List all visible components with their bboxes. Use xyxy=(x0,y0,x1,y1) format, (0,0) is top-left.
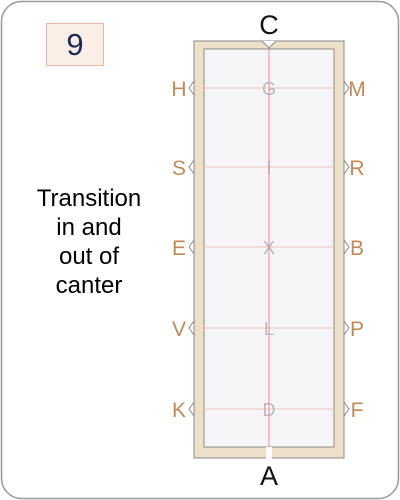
description-line: in and xyxy=(56,214,122,241)
left-notch xyxy=(188,320,195,336)
exercise-number-badge: 9 xyxy=(46,23,104,66)
description-line: out of xyxy=(58,243,120,270)
left-notch xyxy=(188,159,195,175)
marker-left: K xyxy=(172,399,186,422)
marker-right: B xyxy=(350,237,364,260)
right-notch xyxy=(343,159,350,175)
marker-left: S xyxy=(172,157,186,180)
left-notch xyxy=(188,239,195,255)
marker-top: C xyxy=(259,10,279,40)
right-notch xyxy=(343,401,350,417)
marker-right: M xyxy=(348,78,366,101)
exercise-description: Transition in and out of canter xyxy=(14,184,164,300)
left-notch xyxy=(188,80,195,96)
marker-left: V xyxy=(172,318,186,341)
right-notch xyxy=(343,239,350,255)
right-notch xyxy=(343,80,350,96)
exercise-number: 9 xyxy=(66,26,84,62)
marker-left: E xyxy=(172,237,186,260)
marker-bottom: A xyxy=(260,461,278,491)
marker-right: P xyxy=(350,318,364,341)
entrance-gap xyxy=(266,447,272,459)
marker-right: R xyxy=(349,157,364,180)
right-notch xyxy=(343,320,350,336)
marker-right: F xyxy=(351,399,364,422)
description-line: Transition xyxy=(36,185,142,212)
top-notch xyxy=(261,40,277,49)
description-line: canter xyxy=(55,272,123,299)
marker-left: H xyxy=(171,78,186,101)
left-notch xyxy=(188,401,195,417)
